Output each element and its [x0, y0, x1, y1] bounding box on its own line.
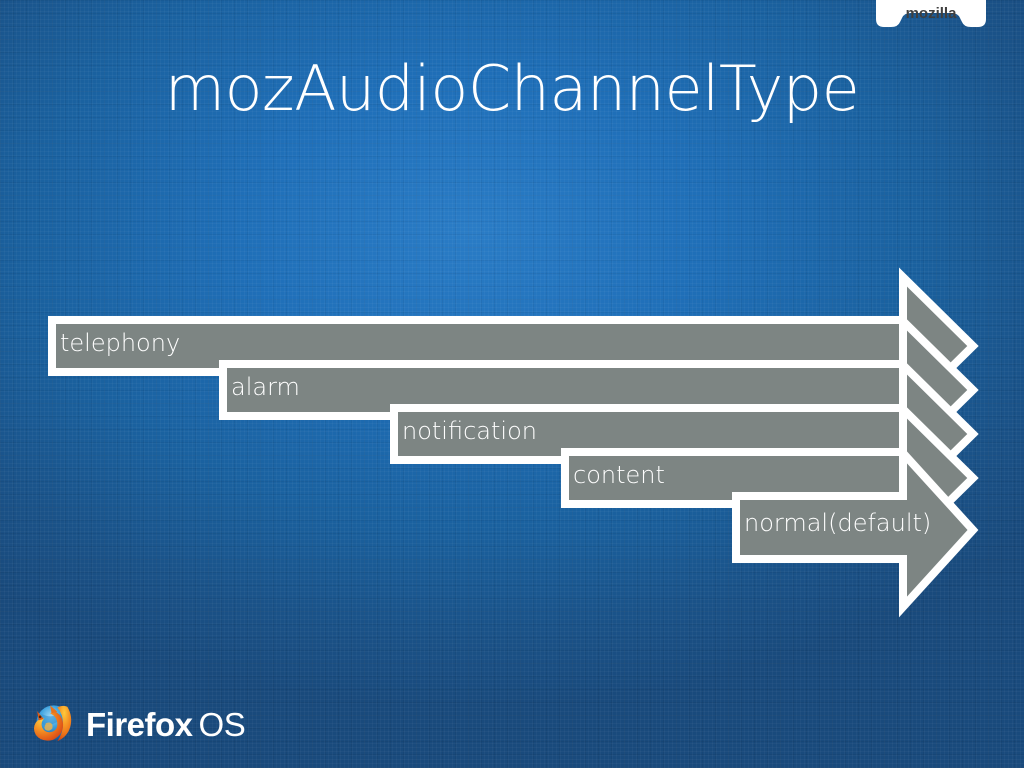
firefox-os-wordmark-firefox: Firefox — [86, 705, 193, 743]
page-title: mozAudioChannelType — [164, 52, 860, 125]
mozilla-tab: mozilla — [876, 0, 986, 30]
firefox-icon — [33, 705, 72, 742]
channel-arrow-label: notification — [402, 417, 537, 445]
mozilla-tab-label: mozilla — [905, 5, 957, 22]
channel-arrow-label: content — [573, 461, 665, 489]
channel-arrow-label: telephony — [60, 329, 181, 357]
firefox-os-wordmark-os: OS — [198, 705, 246, 743]
channel-arrow-label: normal(default) — [744, 509, 932, 537]
mozilla-tab-shape — [876, 0, 986, 27]
channel-arrow-shape — [732, 442, 979, 618]
channel-arrow-normal-default[interactable]: normal(default) — [732, 442, 983, 618]
channel-arrow-label: alarm — [231, 373, 300, 401]
